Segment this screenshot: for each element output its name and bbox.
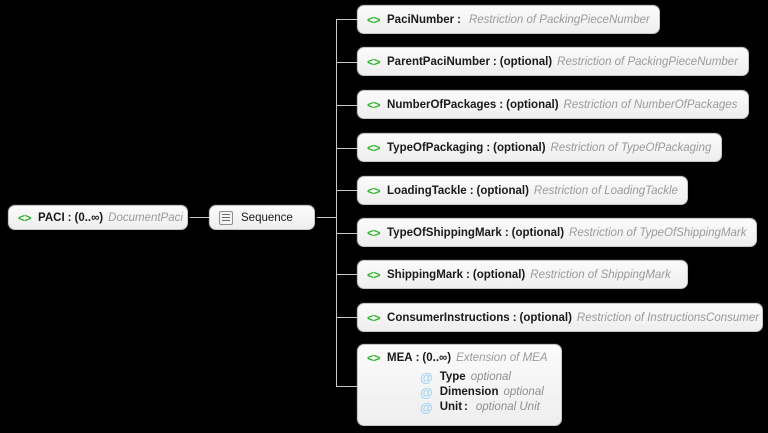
connector-branch-1 — [336, 19, 358, 20]
element-icon: <> — [367, 183, 381, 198]
element-icon: <> — [367, 351, 381, 365]
node-element-pacinumber[interactable]: <> PaciNumber : Restriction of PackingPi… — [357, 5, 660, 34]
attribute-name: Type — [439, 371, 466, 383]
node-name: ParentPaciNumber — [387, 55, 490, 68]
element-icon: <> — [367, 310, 381, 325]
attribute-modifier: optional Unit — [475, 401, 540, 413]
node-type: Restriction of PackingPieceNumber — [468, 13, 650, 26]
node-separator: : — [486, 141, 491, 154]
node-separator: : — [492, 55, 497, 68]
node-element-mea[interactable]: <> MEA : (0..∞) Extension of MEA @ Type … — [357, 344, 562, 426]
node-type: Restriction of ShippingMark — [530, 268, 671, 281]
connector-branch-3 — [336, 105, 358, 106]
node-type: Restriction of InstructionsConsumer — [576, 311, 760, 324]
node-type: Restriction of TypeOfPackaging — [550, 141, 712, 154]
element-icon: <> — [18, 210, 32, 225]
connector-branch-9 — [336, 386, 358, 387]
element-icon: <> — [367, 140, 381, 155]
node-separator: : — [499, 98, 504, 111]
connector-branch-2 — [336, 62, 358, 63]
node-name: LoadingTackle — [387, 184, 467, 197]
connector-branch-8 — [336, 317, 358, 318]
node-type: DocumentPaci — [108, 211, 183, 224]
node-element-loadingtackle[interactable]: <> LoadingTackle : (optional) Restrictio… — [357, 176, 688, 205]
node-element-consumerinstructions[interactable]: <> ConsumerInstructions : (optional) Res… — [357, 303, 763, 332]
connector-branch-7 — [336, 274, 358, 275]
node-occurrence: (optional) — [493, 141, 546, 154]
node-name: TypeOfShippingMark — [387, 226, 502, 239]
element-icon: <> — [367, 225, 381, 240]
attribute-name: Unit — [439, 401, 463, 413]
node-occurrence: (0..∞) — [422, 352, 452, 364]
connector-root-to-sequence — [188, 217, 209, 218]
connector-sequence-stub — [315, 217, 336, 218]
connector-branch-4 — [336, 148, 358, 149]
node-name: TypeOfPackaging — [387, 141, 484, 154]
node-occurrence: (optional) — [511, 226, 565, 239]
mea-header-row: <> MEA : (0..∞) Extension of MEA — [367, 351, 551, 366]
node-separator: : — [512, 311, 517, 324]
node-separator: : — [67, 211, 72, 224]
attribute-icon: @ — [420, 400, 433, 415]
node-element-typeofshippingmark[interactable]: <> TypeOfShippingMark : (optional) Restr… — [357, 218, 757, 247]
node-occurrence: (optional) — [472, 268, 526, 281]
node-type: Restriction of LoadingTackle — [533, 184, 678, 197]
node-name: ShippingMark — [387, 268, 464, 281]
attribute-modifier: optional — [470, 371, 511, 383]
attribute-row-dimension[interactable]: @ Dimension optional — [367, 385, 551, 400]
node-type: Restriction of TypeOfShippingMark — [569, 226, 747, 239]
attribute-icon: @ — [420, 370, 433, 385]
node-separator: : — [457, 13, 461, 26]
connector-trunk — [336, 19, 337, 386]
node-separator: : — [504, 226, 509, 239]
node-paci-root[interactable]: <> PACI : (0..∞) DocumentPaci — [8, 205, 188, 230]
sequence-icon — [219, 210, 233, 225]
sequence-label: Sequence — [241, 211, 293, 224]
attribute-name: Dimension — [439, 386, 499, 398]
connector-branch-5 — [336, 190, 358, 191]
attribute-row-type[interactable]: @ Type optional — [367, 370, 551, 385]
node-occurrence: (optional) — [506, 98, 559, 111]
element-icon: <> — [367, 54, 381, 69]
node-element-typeofpackaging[interactable]: <> TypeOfPackaging : (optional) Restrict… — [357, 133, 722, 162]
node-name: NumberOfPackages — [387, 98, 497, 111]
node-name: PACI — [38, 211, 65, 224]
node-separator: : — [415, 352, 420, 364]
node-element-shippingmark[interactable]: <> ShippingMark : (optional) Restriction… — [357, 260, 688, 289]
element-icon: <> — [367, 97, 381, 112]
node-separator: : — [469, 184, 474, 197]
element-icon: <> — [367, 267, 381, 282]
node-name: ConsumerInstructions — [387, 311, 510, 324]
node-type: Restriction of PackingPieceNumber — [557, 55, 739, 68]
node-separator: : — [466, 268, 470, 281]
node-name: MEA — [387, 352, 413, 364]
node-type: Extension of MEA — [456, 352, 548, 364]
node-sequence-compositor[interactable]: Sequence — [209, 205, 315, 230]
attribute-row-unit[interactable]: @ Unit : optional Unit — [367, 400, 551, 415]
node-occurrence: (optional) — [476, 184, 529, 197]
node-type: Restriction of NumberOfPackages — [563, 98, 738, 111]
connector-branch-6 — [336, 233, 358, 234]
node-occurrence: (optional) — [499, 55, 553, 68]
node-name: PaciNumber — [387, 13, 455, 26]
node-cardinality: (0..∞) — [74, 211, 104, 224]
element-icon: <> — [367, 12, 381, 27]
node-element-parentpacinumber[interactable]: <> ParentPaciNumber : (optional) Restric… — [357, 47, 749, 76]
node-occurrence: (optional) — [519, 311, 572, 324]
node-element-numberofpackages[interactable]: <> NumberOfPackages : (optional) Restric… — [357, 90, 749, 119]
attribute-modifier: optional — [503, 386, 544, 398]
attribute-icon: @ — [420, 385, 433, 400]
attribute-separator: : — [464, 401, 468, 413]
